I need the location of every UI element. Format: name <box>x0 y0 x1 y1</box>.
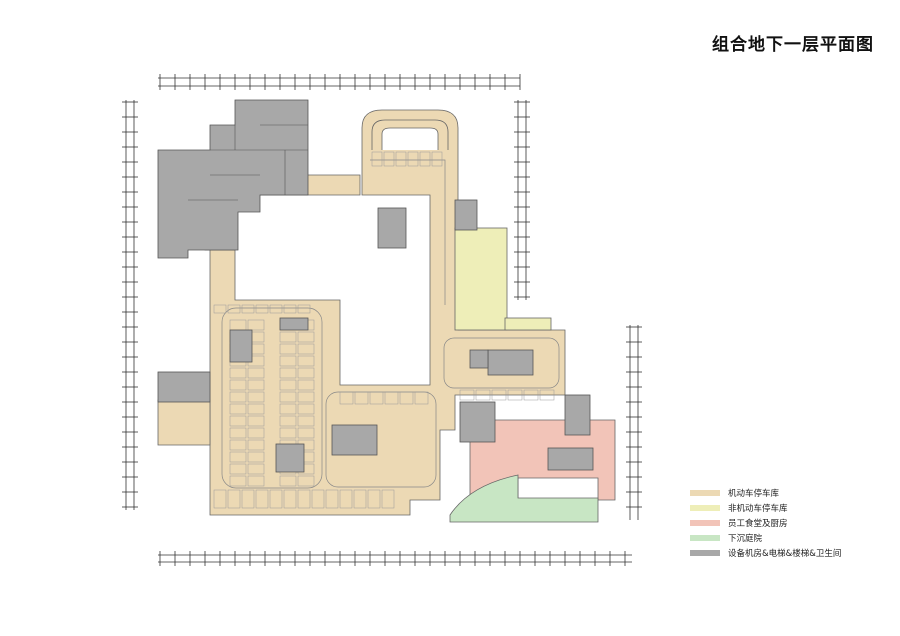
legend-item-equipment: 设备机房&电梯&楼梯&卫生间 <box>690 546 841 559</box>
dimension-lines <box>125 77 639 563</box>
equipment-rooms <box>157 99 594 473</box>
legend-label: 非机动车停车库 <box>728 503 788 514</box>
legend-label: 员工食堂及厨房 <box>728 518 788 529</box>
drawing-title: 组合地下一层平面图 <box>712 35 874 55</box>
legend-item-bike: 非机动车停车库 <box>690 501 841 514</box>
legend-swatch <box>690 534 720 541</box>
legend-swatch <box>690 549 720 556</box>
legend-item-parking: 机动车停车库 <box>690 486 841 499</box>
legend-swatch <box>690 489 720 496</box>
dimension-ticks <box>122 74 642 566</box>
legend-label: 设备机房&电梯&楼梯&卫生间 <box>728 548 842 559</box>
legend: 机动车停车库 非机动车停车库 员工食堂及厨房 下沉庭院 设备机房&电梯&楼梯&卫… <box>690 486 841 561</box>
legend-item-canteen: 员工食堂及厨房 <box>690 516 841 529</box>
legend-label: 机动车停车库 <box>728 488 780 499</box>
legend-label: 下沉庭院 <box>728 533 763 544</box>
room-partitions <box>188 124 308 201</box>
legend-swatch <box>690 504 720 511</box>
sunken-courtyard <box>449 474 599 523</box>
legend-swatch <box>690 519 720 526</box>
legend-item-courtyard: 下沉庭院 <box>690 531 841 544</box>
ramp <box>371 119 449 150</box>
bike-parking-area <box>454 227 508 331</box>
drive-aisles <box>221 159 560 489</box>
